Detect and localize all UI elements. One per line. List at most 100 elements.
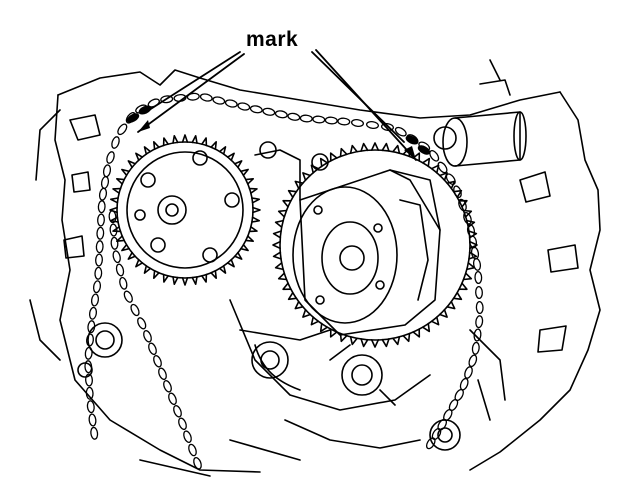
chain-link: [445, 173, 456, 186]
chain-link: [160, 95, 174, 104]
left-cam-sprocket: [109, 134, 261, 286]
chain-link: [274, 110, 288, 119]
chain-link: [94, 266, 103, 280]
sprocket-tooth: [277, 272, 288, 281]
sprocket-tooth: [153, 270, 160, 279]
sprocket-tooth: [143, 146, 152, 155]
sprocket-tooth: [462, 209, 473, 218]
sprocket-tooth: [127, 160, 136, 169]
sprocket-tooth: [218, 146, 227, 155]
sprocket-tooth: [172, 276, 179, 285]
chain-link: [100, 176, 110, 189]
chain-link: [85, 386, 94, 400]
chain-link: [186, 92, 200, 101]
chain-link: [108, 210, 117, 224]
sprocket-tooth: [252, 206, 261, 214]
timing-chain: [84, 92, 484, 470]
sprocket-tooth: [466, 219, 476, 228]
chain-link: [473, 328, 482, 342]
sprocket-tooth: [218, 265, 227, 274]
sprocket-tooth: [153, 141, 160, 150]
chain-link: [188, 443, 197, 457]
chain-link: [158, 367, 167, 381]
sprocket-tooth: [127, 251, 136, 260]
chain-link: [466, 224, 476, 238]
chain-link: [429, 149, 440, 162]
sprocket-tooth: [181, 134, 189, 143]
chain-link: [475, 300, 484, 315]
chain-link: [178, 417, 187, 431]
sprocket-tooth: [462, 272, 473, 281]
chain-link: [453, 185, 462, 198]
chain-link: [110, 236, 119, 250]
sprocket-tooth: [251, 216, 260, 223]
chain-link: [474, 270, 483, 285]
mark-pointer-lines: [137, 49, 417, 161]
sprocket-tooth: [234, 251, 243, 260]
sprocket-tooth: [370, 339, 380, 348]
sprocket-tooth: [272, 240, 281, 250]
sprocket-tooth: [112, 187, 122, 194]
chain-link: [137, 317, 147, 330]
sprocket-tooth: [210, 141, 217, 150]
chain-link: [84, 346, 93, 360]
sprocket-tooth: [439, 309, 448, 318]
chain-link: [237, 102, 251, 111]
chain-link: [102, 164, 112, 178]
sprocket-tooth: [412, 328, 421, 338]
chain-link: [394, 126, 407, 137]
sprocket-tooth: [121, 168, 130, 177]
sprocket-tooth: [302, 309, 311, 318]
sprocket-tooth: [294, 300, 304, 310]
chain-link: [475, 285, 483, 300]
chain-link: [97, 200, 106, 214]
sprocket-tooth: [240, 243, 249, 252]
chain-link: [299, 114, 313, 123]
chain-link: [95, 240, 104, 254]
upper-housing: [433, 59, 527, 167]
chain-link: [130, 303, 140, 317]
chain-link: [350, 118, 365, 128]
sprocket-tooth: [349, 336, 358, 346]
sprocket-tooth: [251, 197, 260, 204]
sprocket-tooth: [319, 322, 329, 333]
sprocket-tooth: [272, 230, 282, 239]
chain-link: [86, 400, 95, 414]
sprocket-tooth: [287, 291, 298, 301]
sprocket-tooth: [392, 144, 401, 154]
sprocket-tooth: [172, 135, 179, 144]
sprocket-tooth: [282, 282, 292, 291]
engine-block-outline: [29, 69, 601, 477]
chain-link: [199, 93, 213, 102]
chain-link: [365, 120, 380, 130]
sprocket-tooth: [360, 142, 369, 152]
chain-link: [95, 253, 103, 267]
sprocket-tooth: [245, 178, 254, 185]
chain-link: [96, 226, 105, 240]
sprocket-tooth: [274, 219, 284, 228]
chain-tensioner: [329, 344, 396, 406]
chain-link: [90, 293, 100, 307]
chain-link: [119, 276, 128, 290]
sprocket-tooth: [370, 142, 380, 151]
sprocket-tooth: [339, 332, 348, 343]
chain-link: [312, 115, 326, 124]
chain-link: [88, 413, 97, 427]
sprocket-tooth: [430, 164, 440, 174]
sprocket-tooth: [402, 332, 411, 343]
chain-link: [459, 377, 469, 391]
sprocket-tooth: [329, 328, 338, 338]
sprocket-tooth: [421, 157, 431, 168]
chain-link: [425, 437, 436, 450]
chain-link: [106, 151, 115, 164]
sprocket-tooth: [430, 316, 440, 326]
sprocket-tooth: [162, 273, 169, 283]
chain-link: [337, 117, 351, 126]
chain-link: [117, 123, 128, 136]
sprocket-tooth: [452, 291, 463, 301]
chain-link: [472, 257, 482, 271]
chain-link: [464, 366, 473, 379]
sprocket-tooth: [302, 172, 311, 181]
sprocket-tooth: [349, 144, 358, 154]
sprocket-tooth: [421, 322, 431, 333]
